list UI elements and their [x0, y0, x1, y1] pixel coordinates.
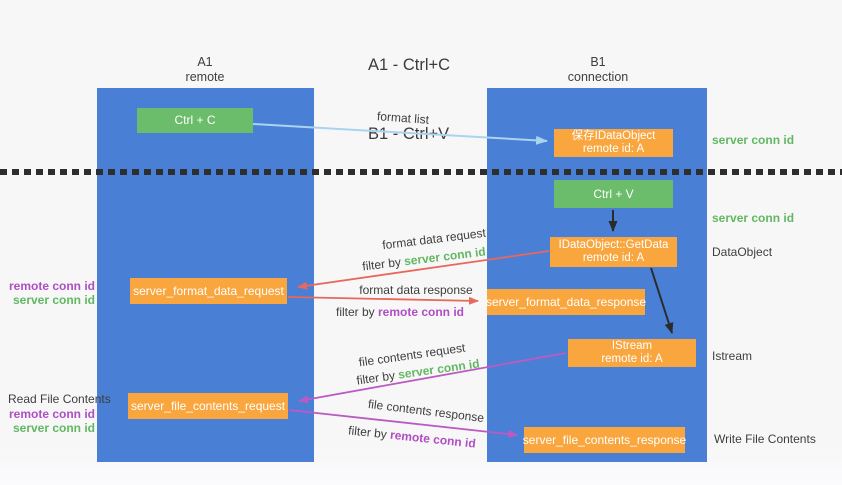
- getdata-line2: remote id: A: [582, 252, 645, 264]
- filter-by-text-2: filter by: [335, 305, 378, 319]
- annotation-remote-conn-id-2: remote conn id: [8, 407, 95, 421]
- istream-line1: IStream: [611, 339, 653, 352]
- getdata-box: IDataObject::GetData remote id: A: [550, 237, 677, 267]
- diagram-title: A1 - Ctrl+C B1 - Ctrl+V: [368, 8, 450, 192]
- annotation-remote-conn-id-1: remote conn id: [8, 279, 95, 293]
- label-filter-remote-conn-id-2: filter by remote conn id: [348, 423, 477, 450]
- server-file-contents-response-label: server_file_contents_response: [522, 432, 687, 447]
- annotation-read-file-contents: Read File Contents: [8, 392, 111, 406]
- server-format-data-response-label: server_format_data_response: [485, 294, 647, 309]
- istream-box: IStream remote id: A: [568, 339, 696, 367]
- getdata-line1: IDataObject::GetData: [558, 238, 669, 251]
- server-format-data-request-label: server_format_data_request: [133, 283, 284, 298]
- column-b1-subtitle: connection: [567, 69, 629, 84]
- server-file-contents-request-box: server_file_contents_request: [128, 393, 288, 419]
- title-line-1: A1 - Ctrl+C: [368, 56, 451, 74]
- ctrl-c-box: Ctrl + C: [137, 108, 253, 133]
- title-line-2: B1 - Ctrl+V: [368, 125, 450, 143]
- dashed-separator: [0, 169, 842, 175]
- column-a1-subtitle: remote: [185, 69, 225, 84]
- label-file-contents-response: file contents response: [367, 396, 485, 426]
- save-idataobject-box: 保存IDataObject remote id: A: [554, 129, 673, 157]
- filter-by-text-4: filter by: [347, 423, 391, 442]
- filter-by-text-1: filter by: [361, 254, 405, 274]
- server-file-contents-request-label: server_file_contents_request: [130, 398, 286, 413]
- ctrl-v-box: Ctrl + V: [554, 180, 673, 208]
- annotation-dataobject: DataObject: [712, 245, 773, 259]
- server-format-data-response-box: server_format_data_response: [485, 289, 647, 315]
- annotation-istream: Istream: [712, 349, 753, 363]
- annotation-write-file-contents: Write File Contents: [714, 432, 816, 446]
- ctrl-v-label: Ctrl + V: [593, 186, 634, 201]
- save-idataobject-line2: remote id: A: [582, 143, 645, 155]
- filter-by-text-3: filter by: [355, 367, 400, 388]
- annotation-server-conn-id-top: server conn id: [712, 133, 795, 147]
- annotation-server-conn-id-left1: server conn id: [12, 293, 95, 307]
- column-b1-name: B1: [590, 55, 606, 69]
- arrow-format-data-response: [287, 296, 479, 305]
- label-filter-server-conn-id-1: filter by server conn id: [362, 244, 487, 273]
- annotation-left-group-2: remote conn id server conn id: [0, 407, 95, 435]
- column-a1-header: A1 remote: [145, 55, 265, 84]
- remote-conn-id-value-1: remote conn id: [378, 305, 465, 319]
- annotation-left-group-1: remote conn id server conn id: [0, 279, 95, 307]
- annotation-server-conn-id-mid: server conn id: [712, 211, 795, 225]
- ctrl-c-label: Ctrl + C: [174, 113, 216, 127]
- server-file-contents-response-box: server_file_contents_response: [522, 427, 687, 453]
- column-b1-header: B1 connection: [538, 55, 658, 84]
- annotation-server-conn-id-left2: server conn id: [12, 421, 95, 435]
- label-format-data-response: format data response: [359, 283, 473, 297]
- server-format-data-request-box: server_format_data_request: [130, 278, 287, 304]
- istream-line2: remote id: A: [601, 353, 663, 365]
- remote-conn-id-value-2: remote conn id: [389, 427, 477, 451]
- column-a1-name: A1: [197, 55, 213, 69]
- save-idataobject-line1: 保存IDataObject: [571, 129, 656, 142]
- label-filter-remote-conn-id-1: filter by remote conn id: [336, 305, 464, 319]
